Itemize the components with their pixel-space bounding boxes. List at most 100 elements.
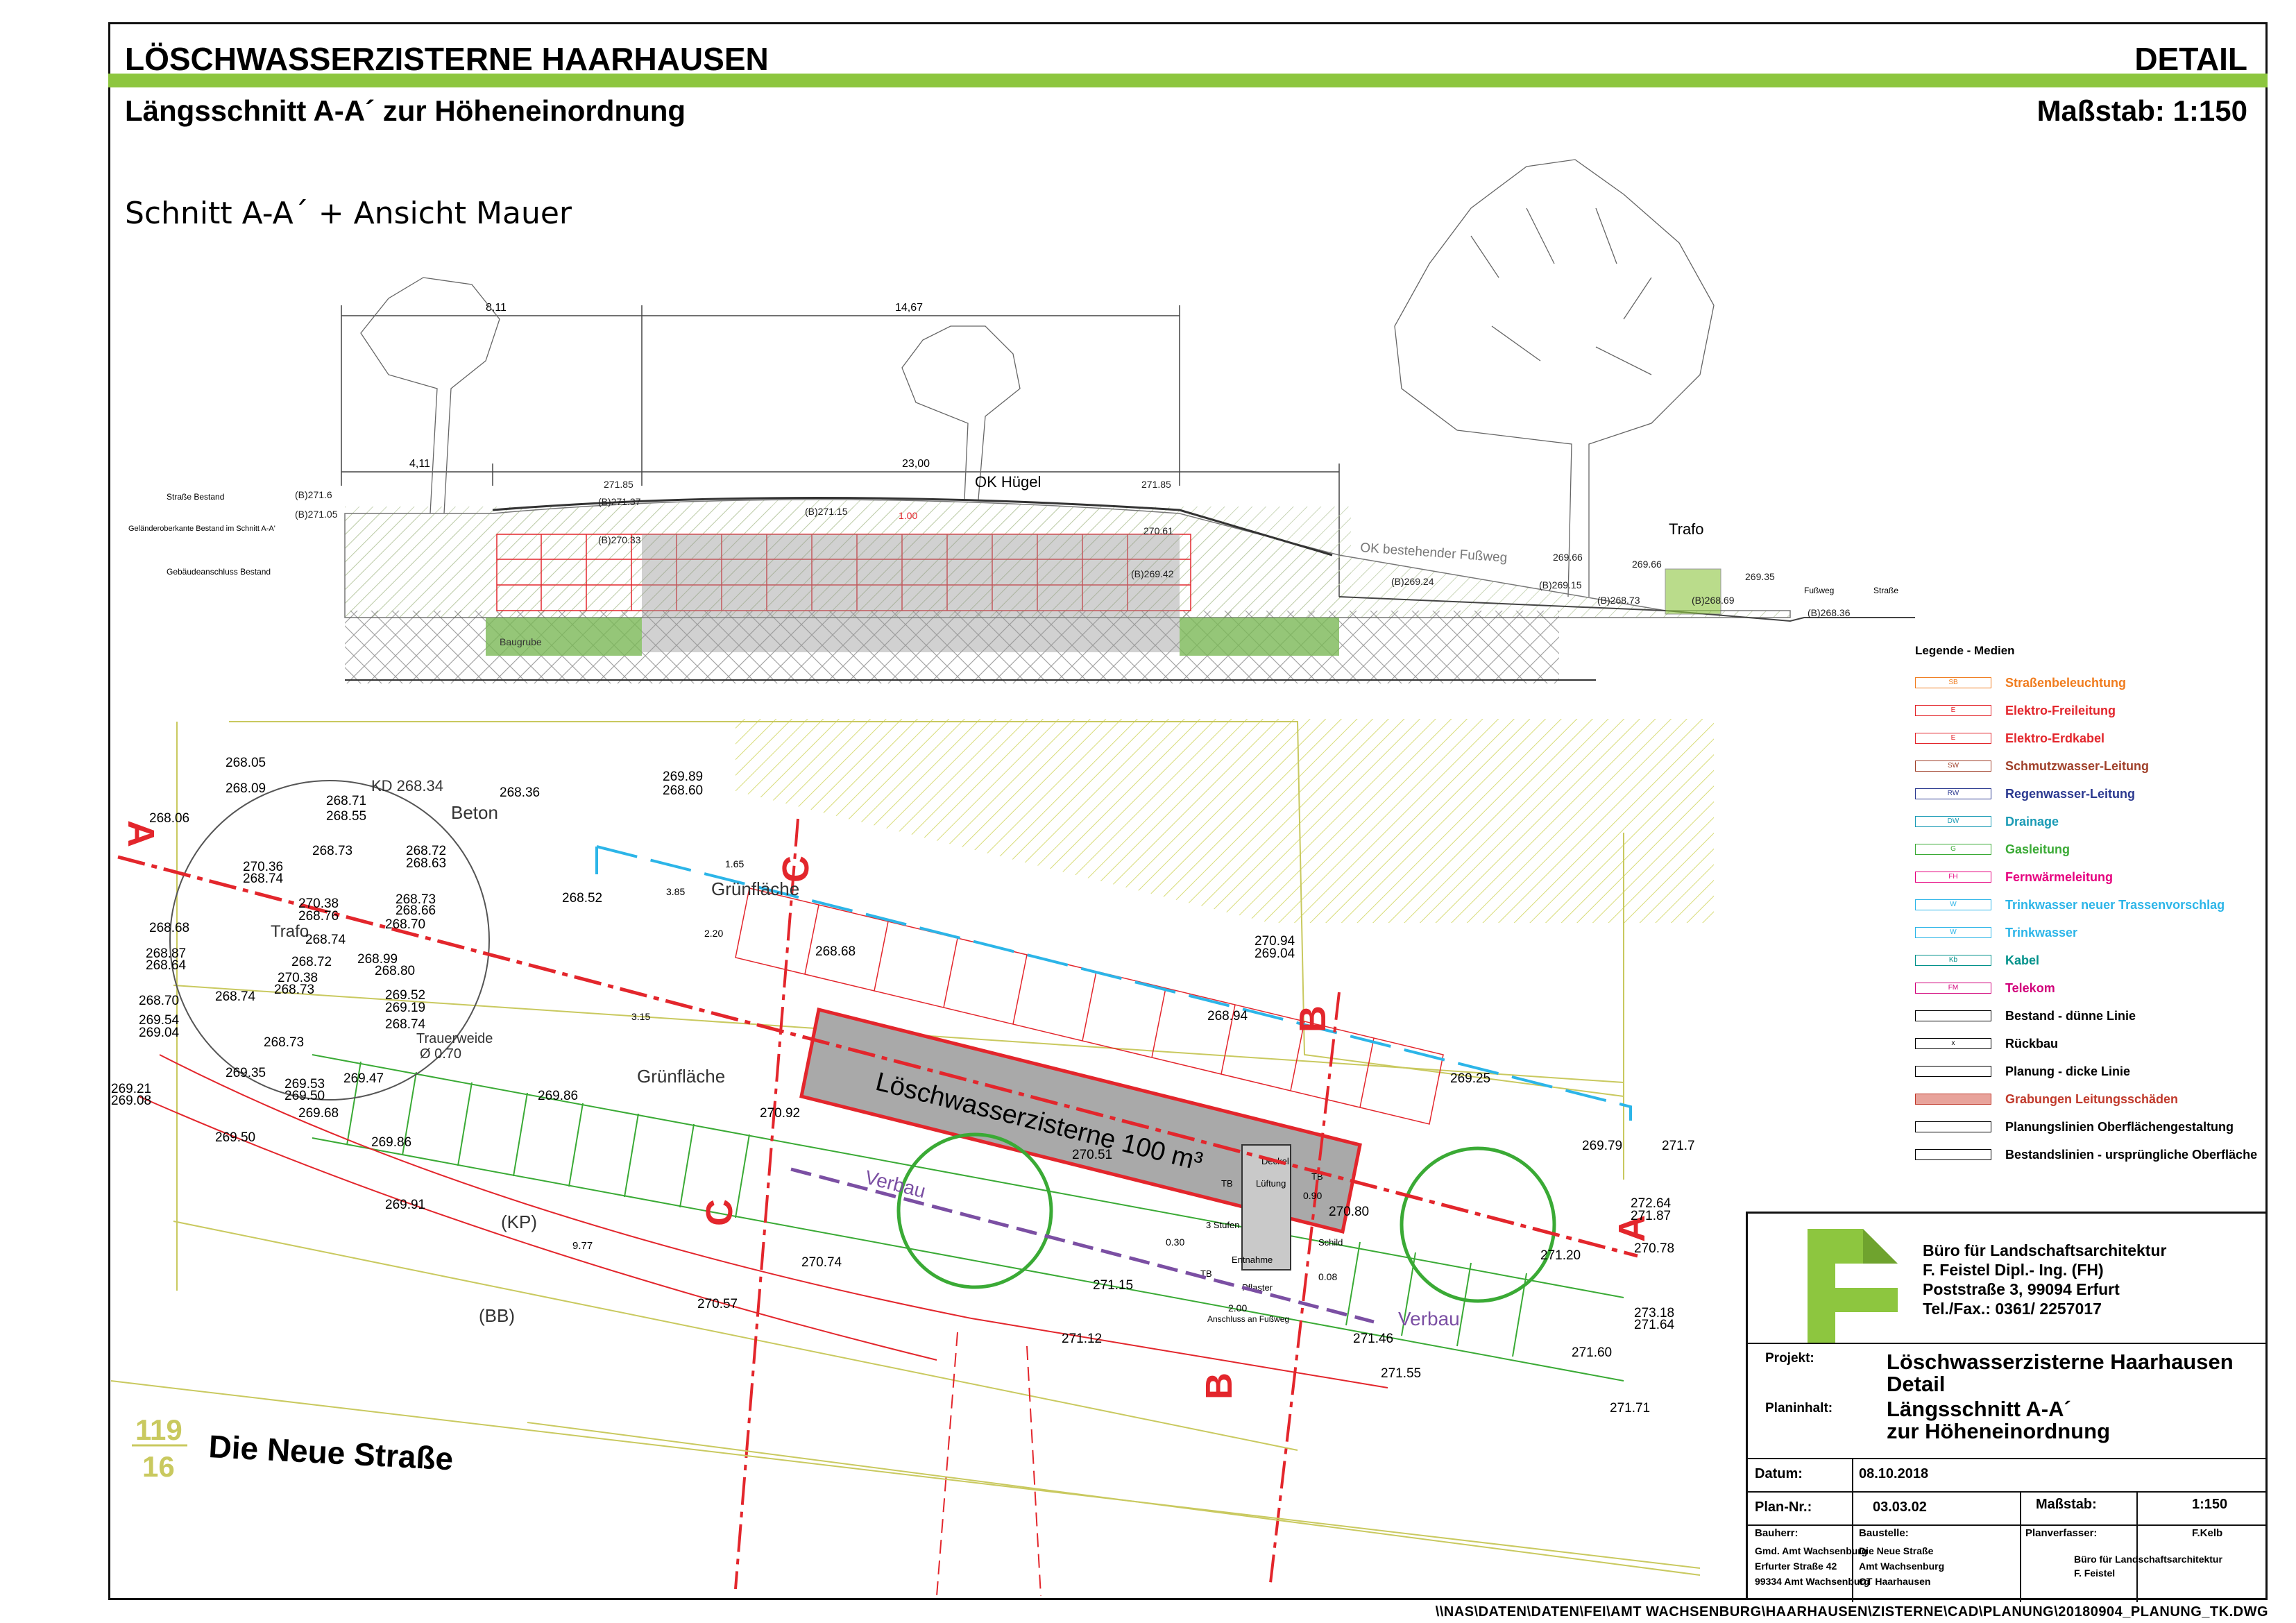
svg-text:269.04: 269.04 [1255,946,1295,961]
svg-text:271.46: 271.46 [1353,1332,1393,1346]
svg-text:270.51: 270.51 [1072,1148,1112,1162]
legend-item: SW Schmutzwasser-Leitung [1901,756,2276,784]
level: (B)269.42 [1131,568,1174,579]
svg-text:268.70: 268.70 [385,917,425,932]
legend-label: Schmutzwasser-Leitung [2005,759,2150,773]
svg-text:268.64: 268.64 [146,958,187,973]
svg-text:268.74: 268.74 [243,872,284,886]
level: 1.00 [899,510,917,521]
gruenflaeche-label: Grünfläche [711,878,799,899]
baustelle-line: Die Neue Straße [1859,1545,1934,1556]
svg-text:271.55: 271.55 [1381,1366,1421,1381]
beton-label: Beton [451,802,498,823]
drawing-detail-label: DETAIL [2134,41,2247,77]
legend-label: Rückbau [2005,1037,2059,1051]
drawing-scale: Maßstab: 1:150 [2036,94,2247,127]
legend-label: Regenwasser-Leitung [2005,787,2136,801]
svg-text:268.05: 268.05 [226,756,266,770]
svg-text:270.80: 270.80 [1329,1205,1369,1219]
legend-swatch: SW [1915,760,1991,772]
svg-text:271.12: 271.12 [1062,1332,1102,1346]
section-letter: C [699,1199,740,1226]
level: 271.85 [1141,479,1171,490]
left-label: Geländeroberkante Bestand im Schnitt A-A… [128,525,275,533]
svg-text:271.60: 271.60 [1572,1345,1612,1360]
office-person: F. Feistel Dipl.- Ing. (FH) [1923,1261,2104,1279]
ok-huegel-label: OK Hügel [975,473,1041,491]
fussweg-label: OK bestehender Fußweg [1360,541,1508,566]
plannr-value: 03.03.02 [1873,1499,1927,1515]
svg-text:270.78: 270.78 [1634,1241,1674,1256]
bauherr-label: Bauherr: [1755,1527,1798,1539]
legend-swatch: G [1915,844,1991,855]
svg-text:270.38: 270.38 [298,897,339,911]
massstab-label: Maßstab: [2036,1497,2097,1512]
level: 269.35 [1745,571,1775,582]
file-path: \\NAS\DATEN\DATEN\FEI\AMT WACHSENBURG\HA… [1435,1604,2268,1620]
svg-text:268.68: 268.68 [815,944,856,959]
plannr-label: Plan-Nr.: [1755,1499,1812,1515]
bauherr-line: 99334 Amt Wachsenburg [1755,1576,1870,1587]
svg-text:268.94: 268.94 [1207,1009,1248,1023]
svg-text:270.57: 270.57 [697,1297,738,1311]
legend-label: Telekom [2005,981,2055,995]
massstab-value: 1:150 [2192,1497,2228,1512]
level: (B)268.69 [1692,595,1735,606]
trauerweide-label: Trauerweide [416,1031,493,1046]
svg-text:271.64: 271.64 [1634,1318,1675,1332]
drawing-subtitle: Längsschnitt A-A´ zur Höheneinordnung [125,94,686,127]
street-number-top: 119 [135,1413,182,1446]
legend-swatch: W [1915,927,1991,938]
svg-text:269.91: 269.91 [385,1198,425,1212]
planverfasser-office-2: F. Feistel [2074,1567,2116,1579]
legend-label: Bestandslinien - ursprüngliche Oberfläch… [2005,1148,2258,1162]
svg-text:270.74: 270.74 [801,1255,842,1270]
legend-swatch: FM [1915,983,1991,994]
svg-text:268.09: 268.09 [226,781,266,796]
planverfasser-value: F.Kelb [2192,1527,2223,1539]
drawing-frame [108,22,2268,1600]
level: (B)271.37 [598,496,641,507]
svg-text:268.99: 268.99 [357,952,398,967]
svg-text:268.80: 268.80 [375,964,415,978]
svg-text:269.52: 269.52 [385,988,425,1003]
bauherr-line: Erfurter Straße 42 [1755,1561,1837,1572]
level: (B)271.6 [295,489,332,500]
section-letter: B [1198,1373,1240,1400]
baustelle-line: OT Haarhausen [1859,1576,1931,1587]
svg-text:268.60: 268.60 [663,783,703,798]
plan-view: Löschwasserzisterne 100 m³ Deckel Lüftun… [110,719,1714,1596]
legend-label: Drainage [2005,815,2059,829]
projekt-label: Projekt: [1765,1351,1814,1366]
planinhalt-value-2: zur Höheneinordnung [1887,1419,2111,1443]
left-label: Straße Bestand [167,492,224,502]
dim-label: 4,11 [409,458,430,470]
dim-label: 14,67 [895,302,923,314]
kp-label: (KP) [501,1212,537,1232]
svg-text:3.15: 3.15 [631,1011,650,1022]
office-phone: Tel./Fax.: 0361/ 2257017 [1923,1300,2102,1318]
svg-text:269.35: 269.35 [226,1066,266,1080]
legend-label: Fernwärmeleitung [2005,870,2114,884]
street-name: Die Neue Straße [207,1428,454,1477]
svg-text:268.70: 268.70 [139,994,179,1008]
legend-swatch: E [1915,733,1991,744]
legend-swatch: E [1915,705,1991,716]
level: (B)271.15 [805,506,848,517]
svg-text:270.94: 270.94 [1255,934,1295,949]
legend-swatch [1915,1066,1991,1077]
svg-text:269.50: 269.50 [284,1089,325,1103]
svg-text:268.74: 268.74 [385,1017,426,1032]
office-name: Büro für Landschaftsarchitektur [1923,1241,2167,1259]
svg-text:269.19: 269.19 [385,1001,425,1015]
kd-label: KD 268.34 [371,777,443,794]
level: (B)268.73 [1597,595,1640,606]
section-letter: B [1292,1005,1334,1033]
section-letter: A [1611,1215,1653,1242]
svg-text:270.36: 270.36 [243,860,283,874]
